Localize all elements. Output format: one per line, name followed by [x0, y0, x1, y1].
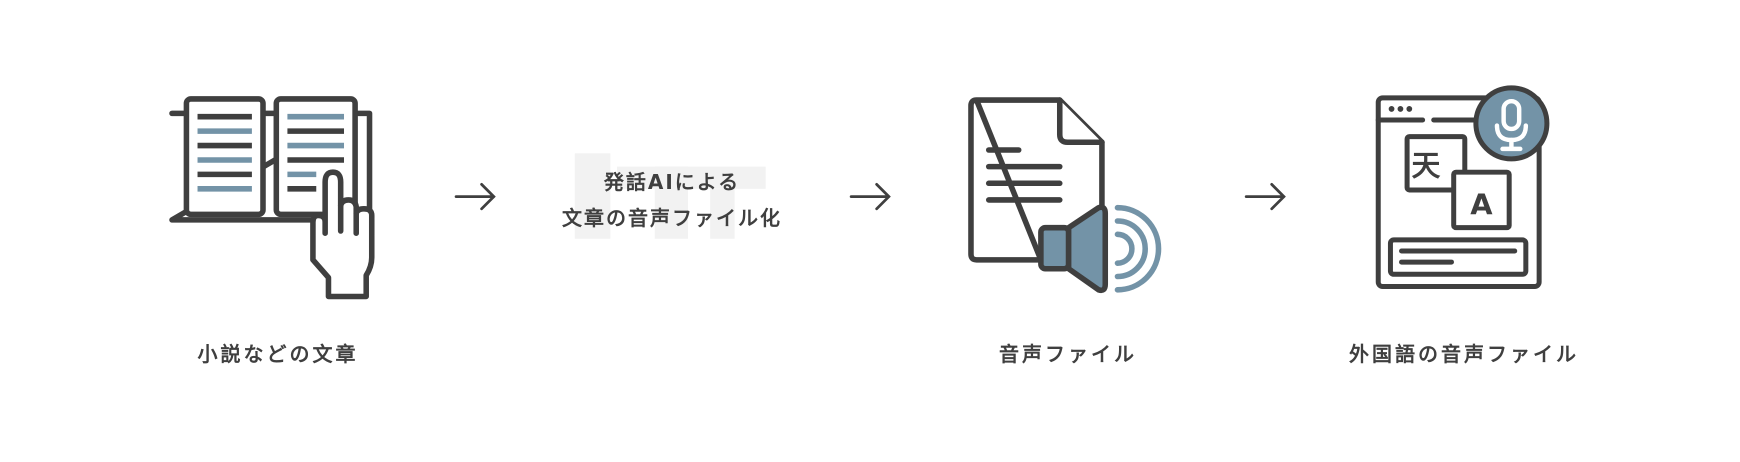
speaker-icon [1038, 204, 1109, 294]
pointing-hand [310, 169, 375, 300]
sound-waves [1114, 204, 1162, 293]
step-label-foreign-audio: 外国語の音声ファイル [1349, 342, 1579, 366]
microphone-icon [1473, 85, 1550, 162]
arrow-icon [849, 183, 891, 211]
audio-file-icon [968, 97, 1162, 294]
process-bg-decor [574, 153, 766, 239]
process-line-2: 文章の音声ファイル化 [562, 206, 782, 230]
arrow-icon [1244, 183, 1286, 211]
translation-voice-icon: 天 A [1375, 85, 1550, 289]
book-with-pointing-hand-icon [169, 96, 375, 300]
arrow-icon [454, 183, 496, 211]
process-line-1: 発話AIによる [603, 170, 741, 194]
target-language-char: A [1470, 187, 1493, 221]
step-label-audio: 音声ファイル [999, 342, 1137, 366]
source-language-char: 天 [1412, 149, 1441, 183]
step-label-text: 小説などの文章 [197, 342, 359, 366]
